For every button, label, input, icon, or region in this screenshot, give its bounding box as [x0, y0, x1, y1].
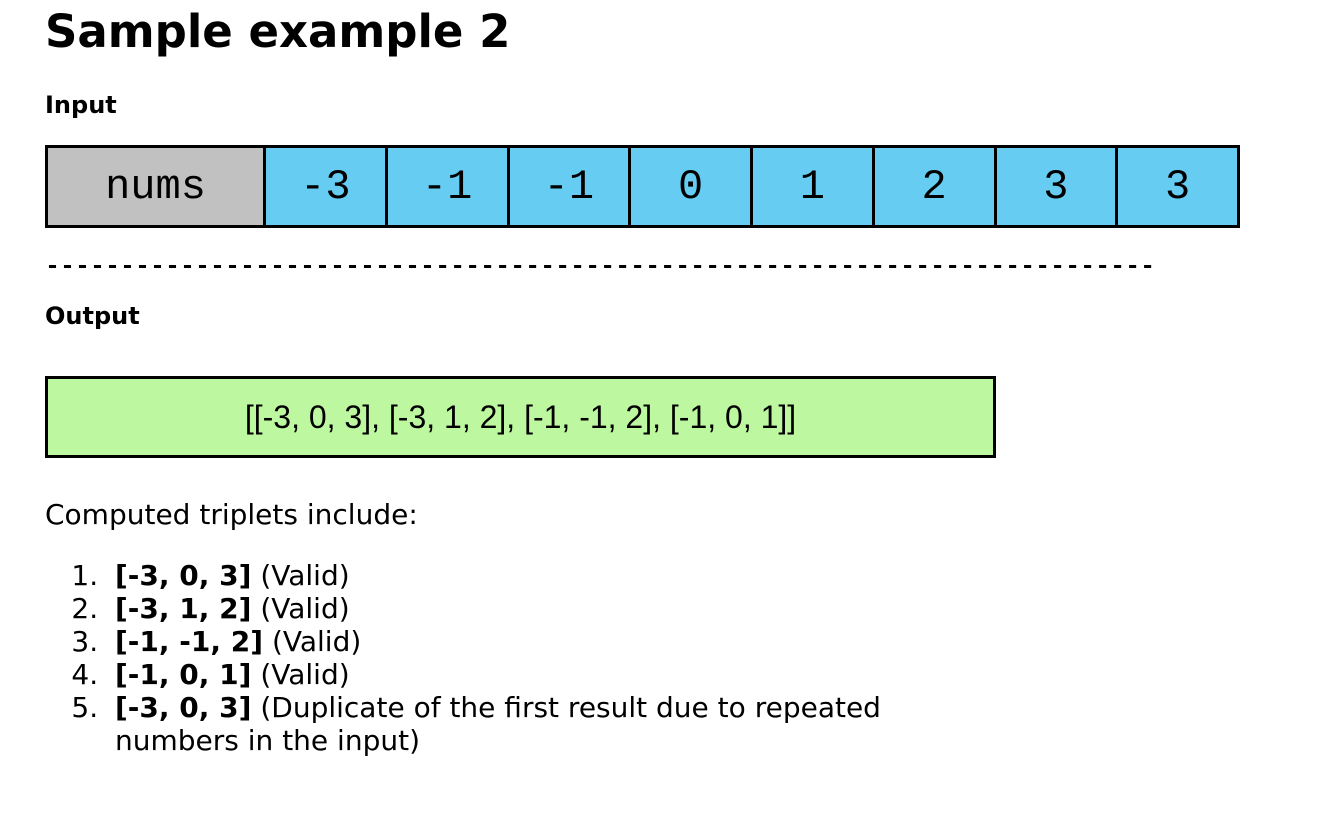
triplet-item: [-1, 0, 1] (Valid): [107, 658, 1010, 691]
triplet-value: [-3, 1, 2]: [115, 592, 252, 626]
description-text: Computed triplets include:: [45, 498, 418, 532]
triplet-note: (Valid): [260, 592, 350, 626]
array-value-cell: -3: [263, 148, 385, 226]
input-array-table: nums -3 -1 -1 0 1 2 3 3: [45, 145, 1240, 229]
array-value-cell: 3: [993, 148, 1116, 226]
array-value-cell: 1: [750, 148, 872, 226]
array-value-cell: 0: [628, 148, 750, 226]
page-title: Sample example 2: [45, 5, 511, 58]
triplet-value: [-1, 0, 1]: [115, 658, 252, 692]
triplet-note: (Duplicate of the first result due to re…: [115, 691, 881, 758]
output-result-text: [[-3, 0, 3], [-3, 1, 2], [-1, -1, 2], [-…: [244, 398, 797, 435]
array-value-cell: -1: [506, 148, 629, 226]
triplet-value: [-3, 0, 3]: [115, 691, 252, 725]
triplet-list: [-3, 0, 3] (Valid) [-3, 1, 2] (Valid) [-…: [45, 559, 1284, 757]
array-value-cell: 2: [871, 148, 994, 226]
array-label-cell: nums: [48, 148, 263, 226]
output-section-heading: Output: [45, 302, 140, 331]
array-value-cell: 3: [1115, 148, 1237, 226]
output-box: [[-3, 0, 3], [-3, 1, 2], [-1, -1, 2], [-…: [45, 376, 996, 459]
array-value-cell: -1: [384, 148, 507, 226]
triplet-item: [-1, -1, 2] (Valid): [107, 625, 1010, 658]
input-section-heading: Input: [45, 91, 117, 120]
triplet-note: (Valid): [260, 658, 350, 692]
triplet-value: [-3, 0, 3]: [115, 559, 252, 593]
triplet-item: [-3, 0, 3] (Duplicate of the first resul…: [107, 691, 1010, 757]
triplet-note: (Valid): [260, 559, 350, 593]
dashed-divider: ----------------------------------------…: [45, 252, 1156, 282]
triplet-item: [-3, 0, 3] (Valid): [107, 559, 1010, 592]
triplet-value: [-1, -1, 2]: [115, 625, 264, 659]
triplet-item: [-3, 1, 2] (Valid): [107, 592, 1010, 625]
triplet-note: (Valid): [271, 625, 362, 659]
